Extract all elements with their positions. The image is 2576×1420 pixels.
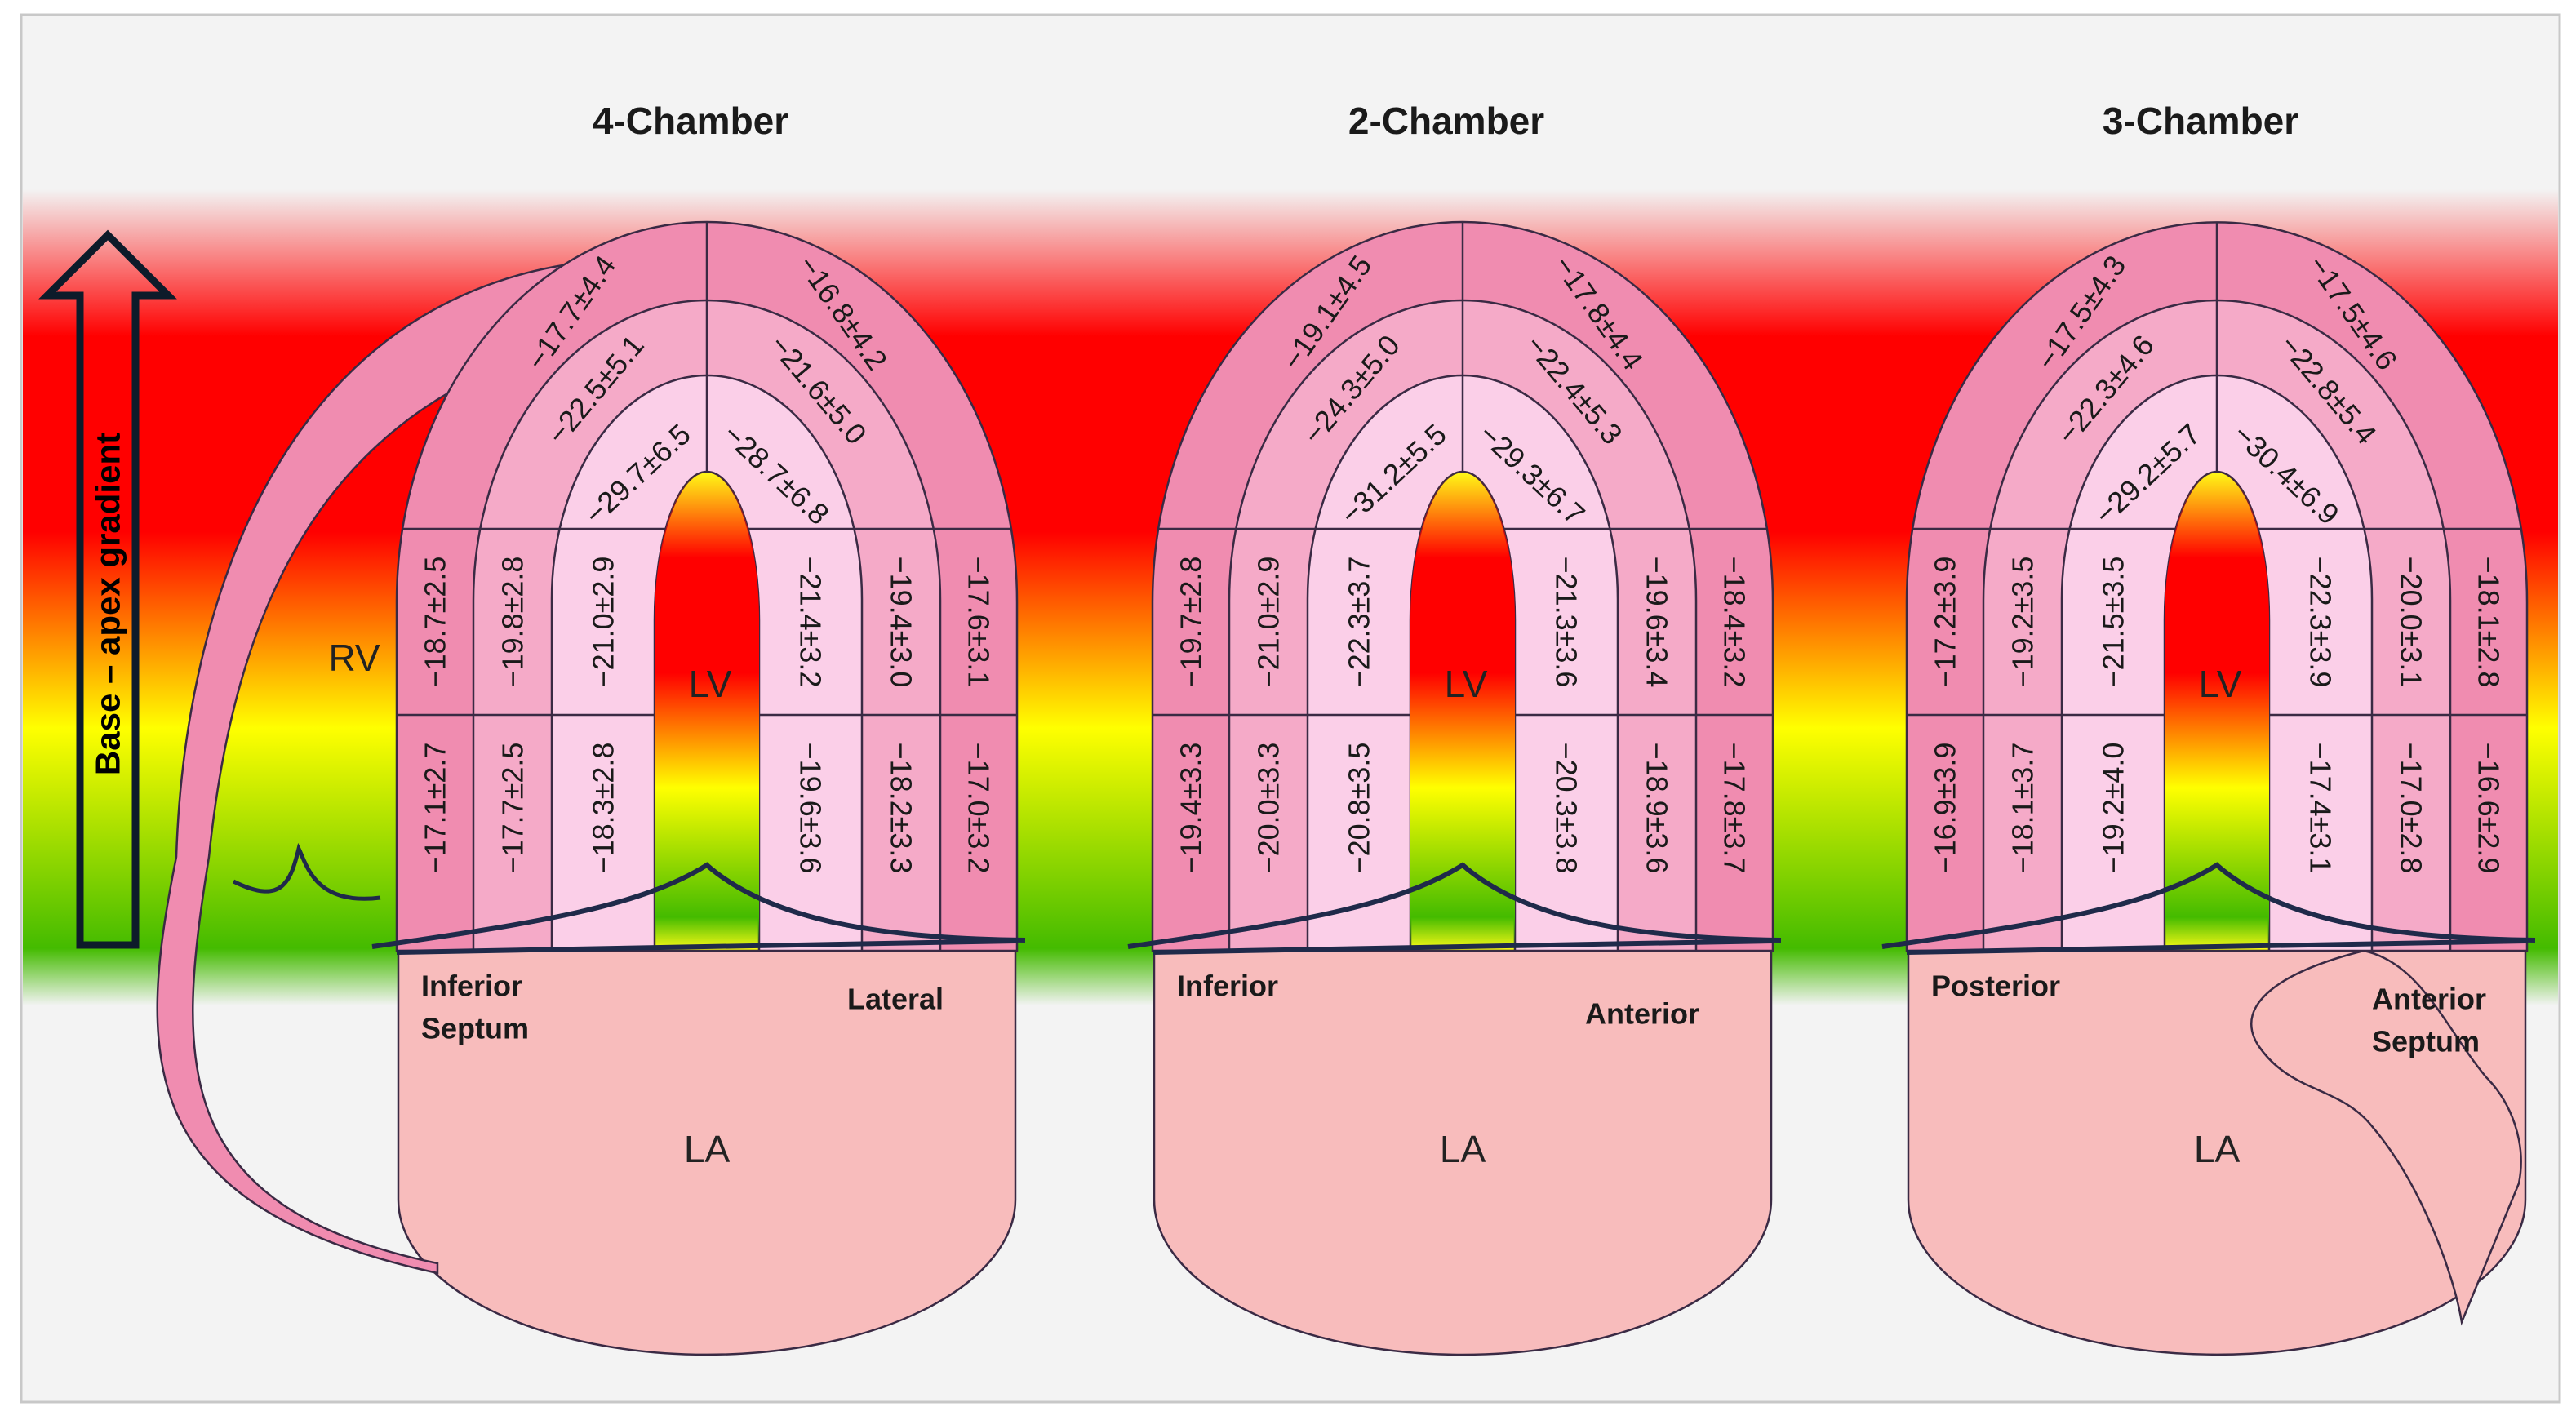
annulus-base: [396, 939, 1018, 955]
segment-value: −18.1±2.8: [2472, 557, 2506, 688]
segment-value: −16.6±2.9: [2472, 743, 2506, 874]
segment-value: −21.3±3.6: [1550, 557, 1583, 688]
segment-value: −19.4±3.0: [885, 557, 918, 688]
annulus-line: [1127, 862, 1782, 949]
segment-value: −20.0±3.1: [2395, 557, 2428, 688]
arrow-up-icon: [38, 229, 177, 949]
lv-cavity-shade: [2165, 472, 2269, 951]
segment-value: −17.6±3.1: [962, 557, 996, 688]
right-wall-label: Anterior: [2372, 983, 2486, 1016]
ventricle-label: LV: [2199, 663, 2242, 705]
segment-value: −17.8±3.7: [1718, 743, 1752, 874]
left-atrium: [1153, 949, 1773, 1356]
segment-value: −19.2±3.5: [2006, 557, 2040, 688]
segment-value: −21.0±2.9: [587, 557, 620, 688]
gradient-arrow: Base – apex gradient: [38, 229, 177, 949]
left-wall-label: Inferior: [421, 970, 522, 1003]
segment-value: −17.0±3.2: [962, 743, 996, 874]
atrium-label: LA: [2194, 1128, 2241, 1170]
segment-value: −17.1±2.7: [419, 743, 452, 874]
segment-value: −17.7±2.5: [496, 743, 530, 874]
segment-value: −18.2±3.3: [885, 743, 918, 874]
segment-value: −18.1±3.7: [2006, 743, 2040, 874]
annulus-base: [1906, 939, 2528, 955]
view-title: 4-Chamber: [593, 100, 788, 142]
segment-value: −19.6±3.4: [1641, 557, 1674, 688]
annulus-base: [1152, 939, 1774, 955]
segment-value: −22.3±3.9: [2304, 557, 2338, 688]
segment-value: −19.2±4.0: [2097, 743, 2130, 874]
right-wall-label: Anterior: [1585, 997, 1699, 1031]
segment-value: −22.3±3.7: [1343, 557, 1376, 688]
segment-value: −18.4±3.2: [1718, 557, 1752, 688]
right-wall-label: Lateral: [847, 983, 944, 1016]
annulus-line: [1881, 862, 2536, 949]
segment-value: −19.8±2.8: [496, 557, 530, 688]
lv-cavity-shade: [655, 472, 759, 951]
view-title: 3-Chamber: [2103, 100, 2298, 142]
segment-value: −18.7±2.5: [419, 557, 452, 688]
aortic-outflow: [2250, 949, 2522, 1326]
atrium-label: LA: [1440, 1128, 1486, 1170]
view-title: 2-Chamber: [1348, 100, 1544, 142]
ventricle-label: LV: [689, 663, 732, 705]
segment-value: −20.3±3.8: [1550, 743, 1583, 874]
lv-cavity-shade: [1410, 472, 1515, 951]
segment-value: −18.9±3.6: [1641, 743, 1674, 874]
segment-value: −16.9±3.9: [1929, 743, 1962, 874]
ventricle-label: LV: [1445, 663, 1488, 705]
segment-value: −21.5±3.5: [2097, 557, 2130, 688]
segment-value: −21.4±3.2: [794, 557, 828, 688]
rv-annulus-line: [232, 842, 381, 901]
segment-value: −17.0±2.8: [2395, 743, 2428, 874]
segment-value: −21.0±2.9: [1252, 557, 1286, 688]
gradient-label: Base – apex gradient: [89, 433, 127, 775]
annulus-line: [371, 862, 1026, 949]
right-wall-label: Septum: [2372, 1025, 2480, 1058]
segment-value: −19.4±3.3: [1175, 743, 1208, 874]
right-ventricle-wall: [156, 260, 611, 1275]
segment-value: −18.3±2.8: [587, 743, 620, 874]
left-wall-label: Posterior: [1931, 970, 2060, 1003]
atrium-label: LA: [684, 1128, 731, 1170]
segment-value: −17.4±3.1: [2304, 743, 2338, 874]
segment-value: −19.6±3.6: [794, 743, 828, 874]
segment-value: −20.8±3.5: [1343, 743, 1376, 874]
segment-value: −20.0±3.3: [1252, 743, 1286, 874]
segment-value: −19.7±2.8: [1175, 557, 1208, 688]
segment-value: −17.2±3.9: [1929, 557, 1962, 688]
rv-label: RV: [328, 637, 380, 679]
left-wall-label: Inferior: [1177, 970, 1278, 1003]
left-wall-label: Septum: [421, 1012, 529, 1045]
